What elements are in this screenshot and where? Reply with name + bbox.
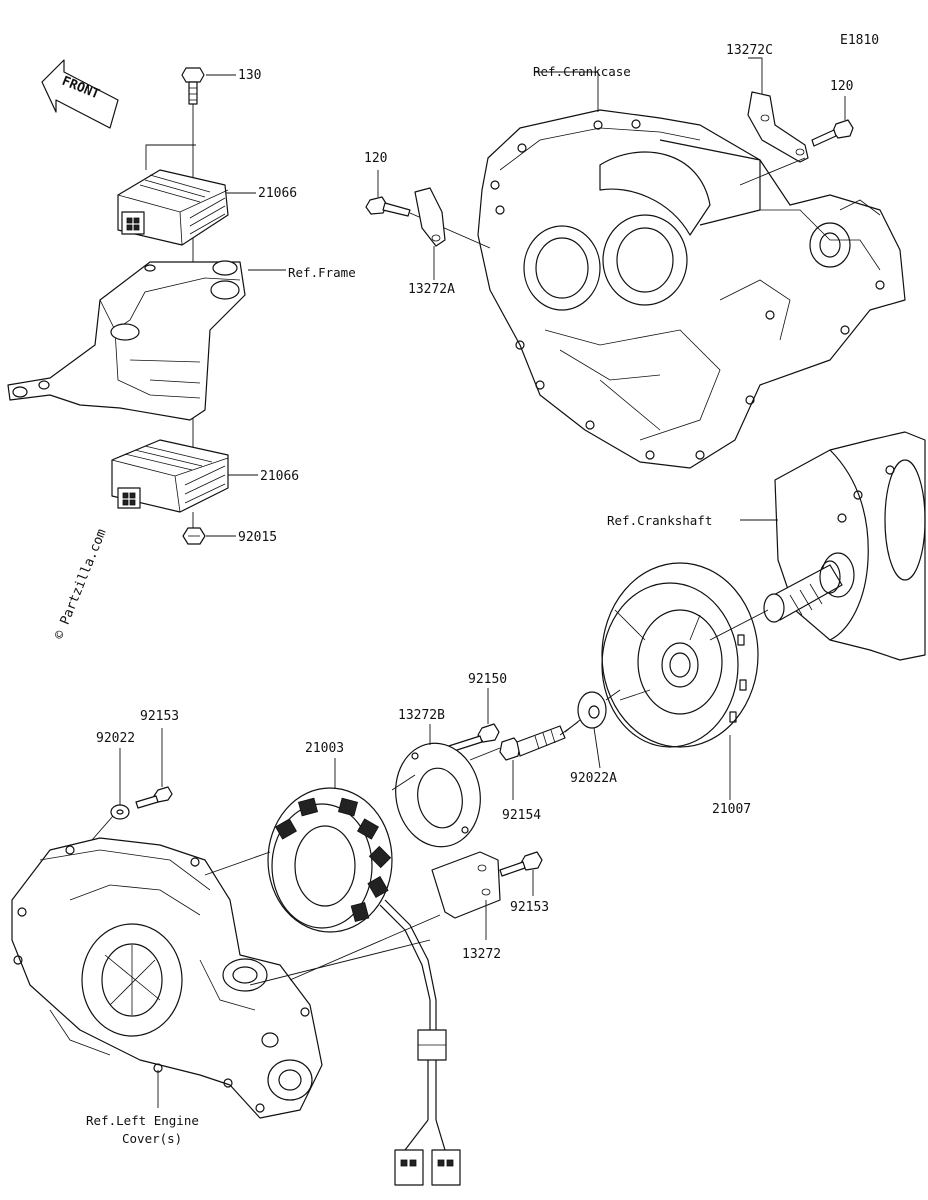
label-13272c: 13272C [726,43,773,58]
label-ref-cover-line1: Ref.Left Engine [86,1113,199,1128]
label-13272a: 13272A [408,282,455,297]
bolt-120-left [365,196,411,217]
bracket-13272a [414,187,446,247]
label-120-left: 120 [364,151,387,166]
front-arrow-icon: FRONT [41,59,119,129]
label-92022: 92022 [96,731,135,746]
label-ref-cover-line2: Cover(s) [122,1131,182,1146]
bracket-13272c [747,91,809,163]
regulator-21066-bottom [111,439,229,513]
label-92022a: 92022A [570,771,617,786]
label-92153-right: 92153 [510,900,549,915]
diagram-code: E1810 [840,33,879,48]
wire-harness [394,1000,461,1186]
left-engine-cover [11,837,323,1119]
label-13272b: 13272B [398,708,445,723]
bracket-13272 [431,851,501,919]
label-ref-crankshaft: Ref.Crankshaft [607,513,712,528]
label-ref-crankcase: Ref.Crankcase [533,64,631,79]
label-21007: 21007 [712,802,751,817]
label-92015: 92015 [238,530,277,545]
label-92154: 92154 [502,808,541,823]
label-120-right: 120 [830,79,853,94]
washer-92022 [110,804,130,820]
bolt-92153-right [499,851,543,877]
bolt-92153-left [135,786,173,809]
washer-92022a [577,691,607,729]
rotor-21007 [601,562,759,748]
label-ref-frame: Ref.Frame [288,265,356,280]
label-92153-left: 92153 [140,709,179,724]
label-21066-top: 21066 [258,186,297,201]
regulator-21066-top [117,169,229,246]
watermark: © Partzilla.com [52,527,110,642]
label-130: 130 [238,68,261,83]
label-13272: 13272 [462,947,501,962]
bolt-120-right [811,119,854,147]
bolt-130 [181,67,205,105]
crankcase [477,109,906,469]
label-21066-bottom: 21066 [260,469,299,484]
stator-21003 [267,787,437,1001]
frame-bracket [7,260,246,421]
bolt-92154 [499,725,566,761]
label-21003: 21003 [305,741,344,756]
crankshaft [763,431,926,661]
plate-13272b [395,742,481,848]
nut-92015 [182,527,206,545]
label-92150: 92150 [468,672,507,687]
